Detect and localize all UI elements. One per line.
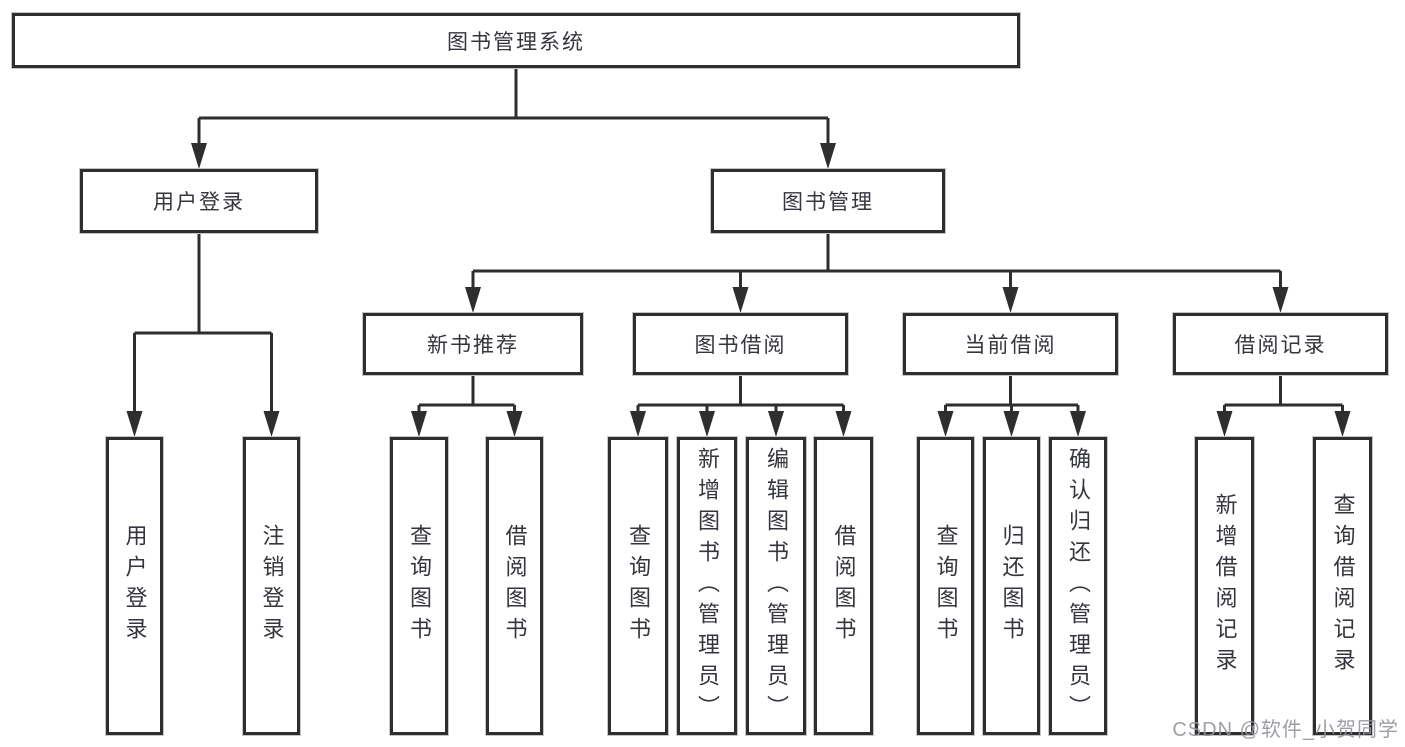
arrowhead	[699, 411, 715, 437]
leaf-label: 查询图书	[626, 524, 651, 648]
node-label: 当前借阅	[964, 334, 1057, 357]
arrowhead	[191, 143, 207, 169]
arrowhead	[768, 411, 784, 437]
node-root-label: 图书管理系统	[447, 30, 585, 54]
arrowhead	[835, 411, 852, 437]
leaf-label: 查询图书	[407, 524, 432, 648]
node-user-login: 用户登录	[80, 169, 318, 233]
leaf-label: 查询借阅记录	[1330, 493, 1356, 679]
leaf-label: 用户登录	[122, 524, 148, 648]
leaf-label: 新增图书（管理员）	[695, 446, 720, 726]
arrowheads	[126, 143, 1351, 437]
node-book-management: 图书管理	[711, 169, 945, 233]
leaf-logout: 注销登录	[243, 437, 300, 735]
leaf-add-books-admin: 新增图书（管理员）	[677, 437, 737, 735]
node-label: 新书推荐	[427, 334, 519, 357]
arrowhead	[506, 411, 523, 437]
arrowhead	[126, 411, 143, 437]
arrowhead	[1272, 287, 1289, 313]
connector-path	[133, 68, 1344, 415]
node-label: 用户登录	[153, 191, 245, 214]
arrowhead	[465, 287, 481, 313]
node-label: 借阅记录	[1234, 334, 1327, 357]
leaf-confirm-return-admin: 确认归还（管理员）	[1049, 437, 1107, 735]
leaf-label: 借阅图书	[502, 524, 528, 648]
leaf-label: 确认归还（管理员）	[1066, 446, 1091, 726]
leaf-label: 借阅图书	[831, 524, 857, 648]
node-current-borrowing: 当前借阅	[903, 313, 1118, 375]
leaf-label: 查询图书	[933, 524, 959, 648]
arrowhead	[1002, 287, 1019, 313]
leaf-label: 编辑图书（管理员）	[764, 446, 789, 726]
arrowhead	[1070, 411, 1086, 437]
arrowhead	[732, 287, 749, 313]
watermark: CSDN @软件_小贺同学	[1172, 719, 1399, 741]
leaf-query-books-1: 查询图书	[390, 437, 448, 735]
arrowhead	[820, 143, 836, 169]
arrowhead	[937, 411, 954, 437]
node-book-borrowing: 图书借阅	[633, 313, 848, 375]
leaf-edit-books-admin: 编辑图书（管理员）	[746, 437, 806, 735]
leaf-query-borrow-record: 查询借阅记录	[1313, 437, 1372, 735]
node-label: 图书管理	[782, 191, 874, 214]
leaf-label: 注销登录	[259, 524, 285, 648]
leaf-user-login: 用户登录	[106, 437, 163, 735]
arrowhead	[411, 411, 427, 437]
arrowhead	[630, 411, 646, 437]
leaf-borrow-books-1: 借阅图书	[486, 437, 543, 735]
leaf-borrow-books-2: 借阅图书	[814, 437, 873, 735]
node-root: 图书管理系统	[12, 13, 1020, 68]
leaf-label: 新增借阅记录	[1212, 493, 1238, 679]
arrowhead	[263, 411, 280, 437]
leaf-query-books-2: 查询图书	[608, 437, 668, 735]
arrowhead	[1216, 411, 1233, 437]
leaf-label: 归还图书	[999, 524, 1025, 648]
arrowhead	[1003, 411, 1020, 437]
node-borrowing-records: 借阅记录	[1173, 313, 1388, 375]
arrowhead	[1334, 411, 1351, 437]
leaf-query-books-3: 查询图书	[917, 437, 974, 735]
leaf-return-books: 归还图书	[983, 437, 1040, 735]
leaf-add-borrow-record: 新增借阅记录	[1195, 437, 1254, 735]
node-new-book-recommend: 新书推荐	[363, 313, 583, 375]
node-label: 图书借阅	[694, 334, 787, 357]
